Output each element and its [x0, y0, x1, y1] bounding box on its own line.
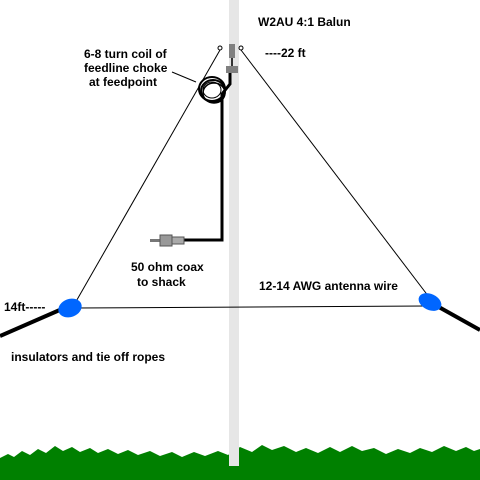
choke-label-line1: 6-8 turn coil of: [84, 47, 168, 61]
balun-icon: [226, 44, 238, 73]
coil-icon: [198, 76, 226, 104]
right-tie-off-rope: [436, 304, 480, 332]
insulators-label: insulators and tie off ropes: [11, 350, 165, 364]
insulator-icon: [418, 293, 442, 311]
antenna-wire-bottom: [75, 305, 427, 309]
right-wire-loop: [238, 45, 244, 51]
coax-label-line2: to shack: [137, 275, 186, 289]
coax-label-line1: 50 ohm coax: [131, 260, 204, 274]
wire-label: 12-14 AWG antenna wire: [259, 279, 398, 293]
antenna-wire-left-leg: [73, 49, 221, 306]
insulator-icon: [58, 298, 82, 318]
coax-connector-icon: [150, 234, 185, 247]
choke-label-line3: at feedpoint: [89, 75, 157, 89]
mast-height-label: ----22 ft: [265, 46, 306, 60]
coax-feedline: [184, 73, 232, 242]
antenna-wire-right-leg: [240, 49, 433, 302]
choke-label-line2: feedline choke: [84, 61, 168, 75]
left-tie-off-rope: [0, 307, 63, 338]
choke-pointer-line: [171, 71, 197, 83]
mast: [229, 0, 239, 466]
balun-label: W2AU 4:1 Balun: [258, 15, 351, 29]
left-wire-loop: [217, 45, 223, 51]
ground-grass: [0, 445, 480, 480]
end-height-label: 14ft-----: [4, 300, 45, 314]
